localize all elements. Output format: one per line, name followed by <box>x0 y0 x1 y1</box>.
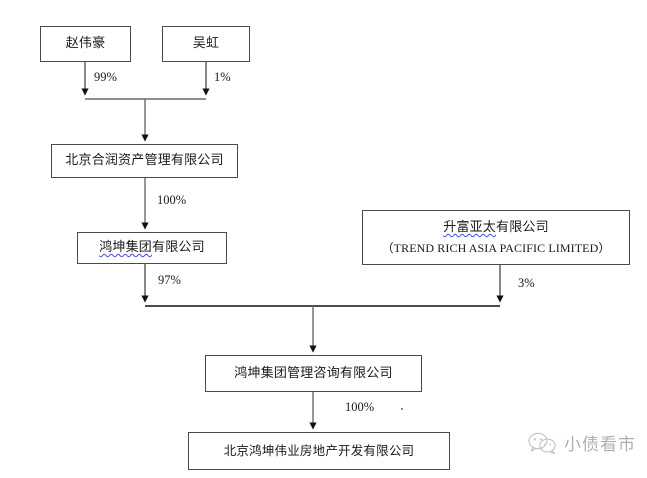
edge-label-zhao-herun: 99% <box>94 70 117 84</box>
node-label: 吴虹 <box>192 36 220 52</box>
node-label: 升富亚太有限公司 <box>443 219 549 237</box>
node-label-english: （TREND RICH ASIA PACIFIC LIMITED） <box>381 240 611 255</box>
watermark-text: 小债看市 <box>564 435 636 455</box>
watermark: 小债看市 <box>527 430 636 455</box>
edge-label-wu-herun: 1% <box>214 70 231 84</box>
edge-label-herun-group: 100% <box>157 193 187 207</box>
node-hongkun-consulting[interactable]: 鸿坤集团管理咨询有限公司 <box>205 355 422 392</box>
stray-mark <box>401 408 403 410</box>
edge-label-group-consulting: 97% <box>158 273 181 287</box>
node-label-plain-part: 有限公司 <box>496 220 549 236</box>
node-label-underlined-part: 升富亚太 <box>443 220 496 236</box>
node-label: 北京鸿坤伟业房地产开发有限公司 <box>223 442 415 458</box>
edge-label-consulting-weiye: 100% <box>345 400 375 414</box>
node-label: 赵伟豪 <box>65 36 106 52</box>
node-label: 鸿坤集团管理咨询有限公司 <box>234 365 393 381</box>
node-beijing-herun[interactable]: 北京合润资产管理有限公司 <box>51 144 238 178</box>
edge-label-trend-consulting: 3% <box>518 276 535 290</box>
wechat-bubbles-icon <box>528 432 556 454</box>
node-label-plain-part: 有限公司 <box>152 240 205 256</box>
node-zhao-wei-hao[interactable]: 赵伟豪 <box>40 26 131 62</box>
node-trend-rich[interactable]: 升富亚太有限公司 （TREND RICH ASIA PACIFIC LIMITE… <box>362 210 630 265</box>
node-label: 北京合润资产管理有限公司 <box>65 153 224 169</box>
node-hongkun-group[interactable]: 鸿坤集团有限公司 <box>77 232 227 264</box>
node-label: 鸿坤集团有限公司 <box>99 239 205 257</box>
node-hongkun-weiye[interactable]: 北京鸿坤伟业房地产开发有限公司 <box>188 432 450 470</box>
node-wu-hong[interactable]: 吴虹 <box>162 26 250 62</box>
node-label-underlined-part: 鸿坤集团 <box>99 240 152 256</box>
